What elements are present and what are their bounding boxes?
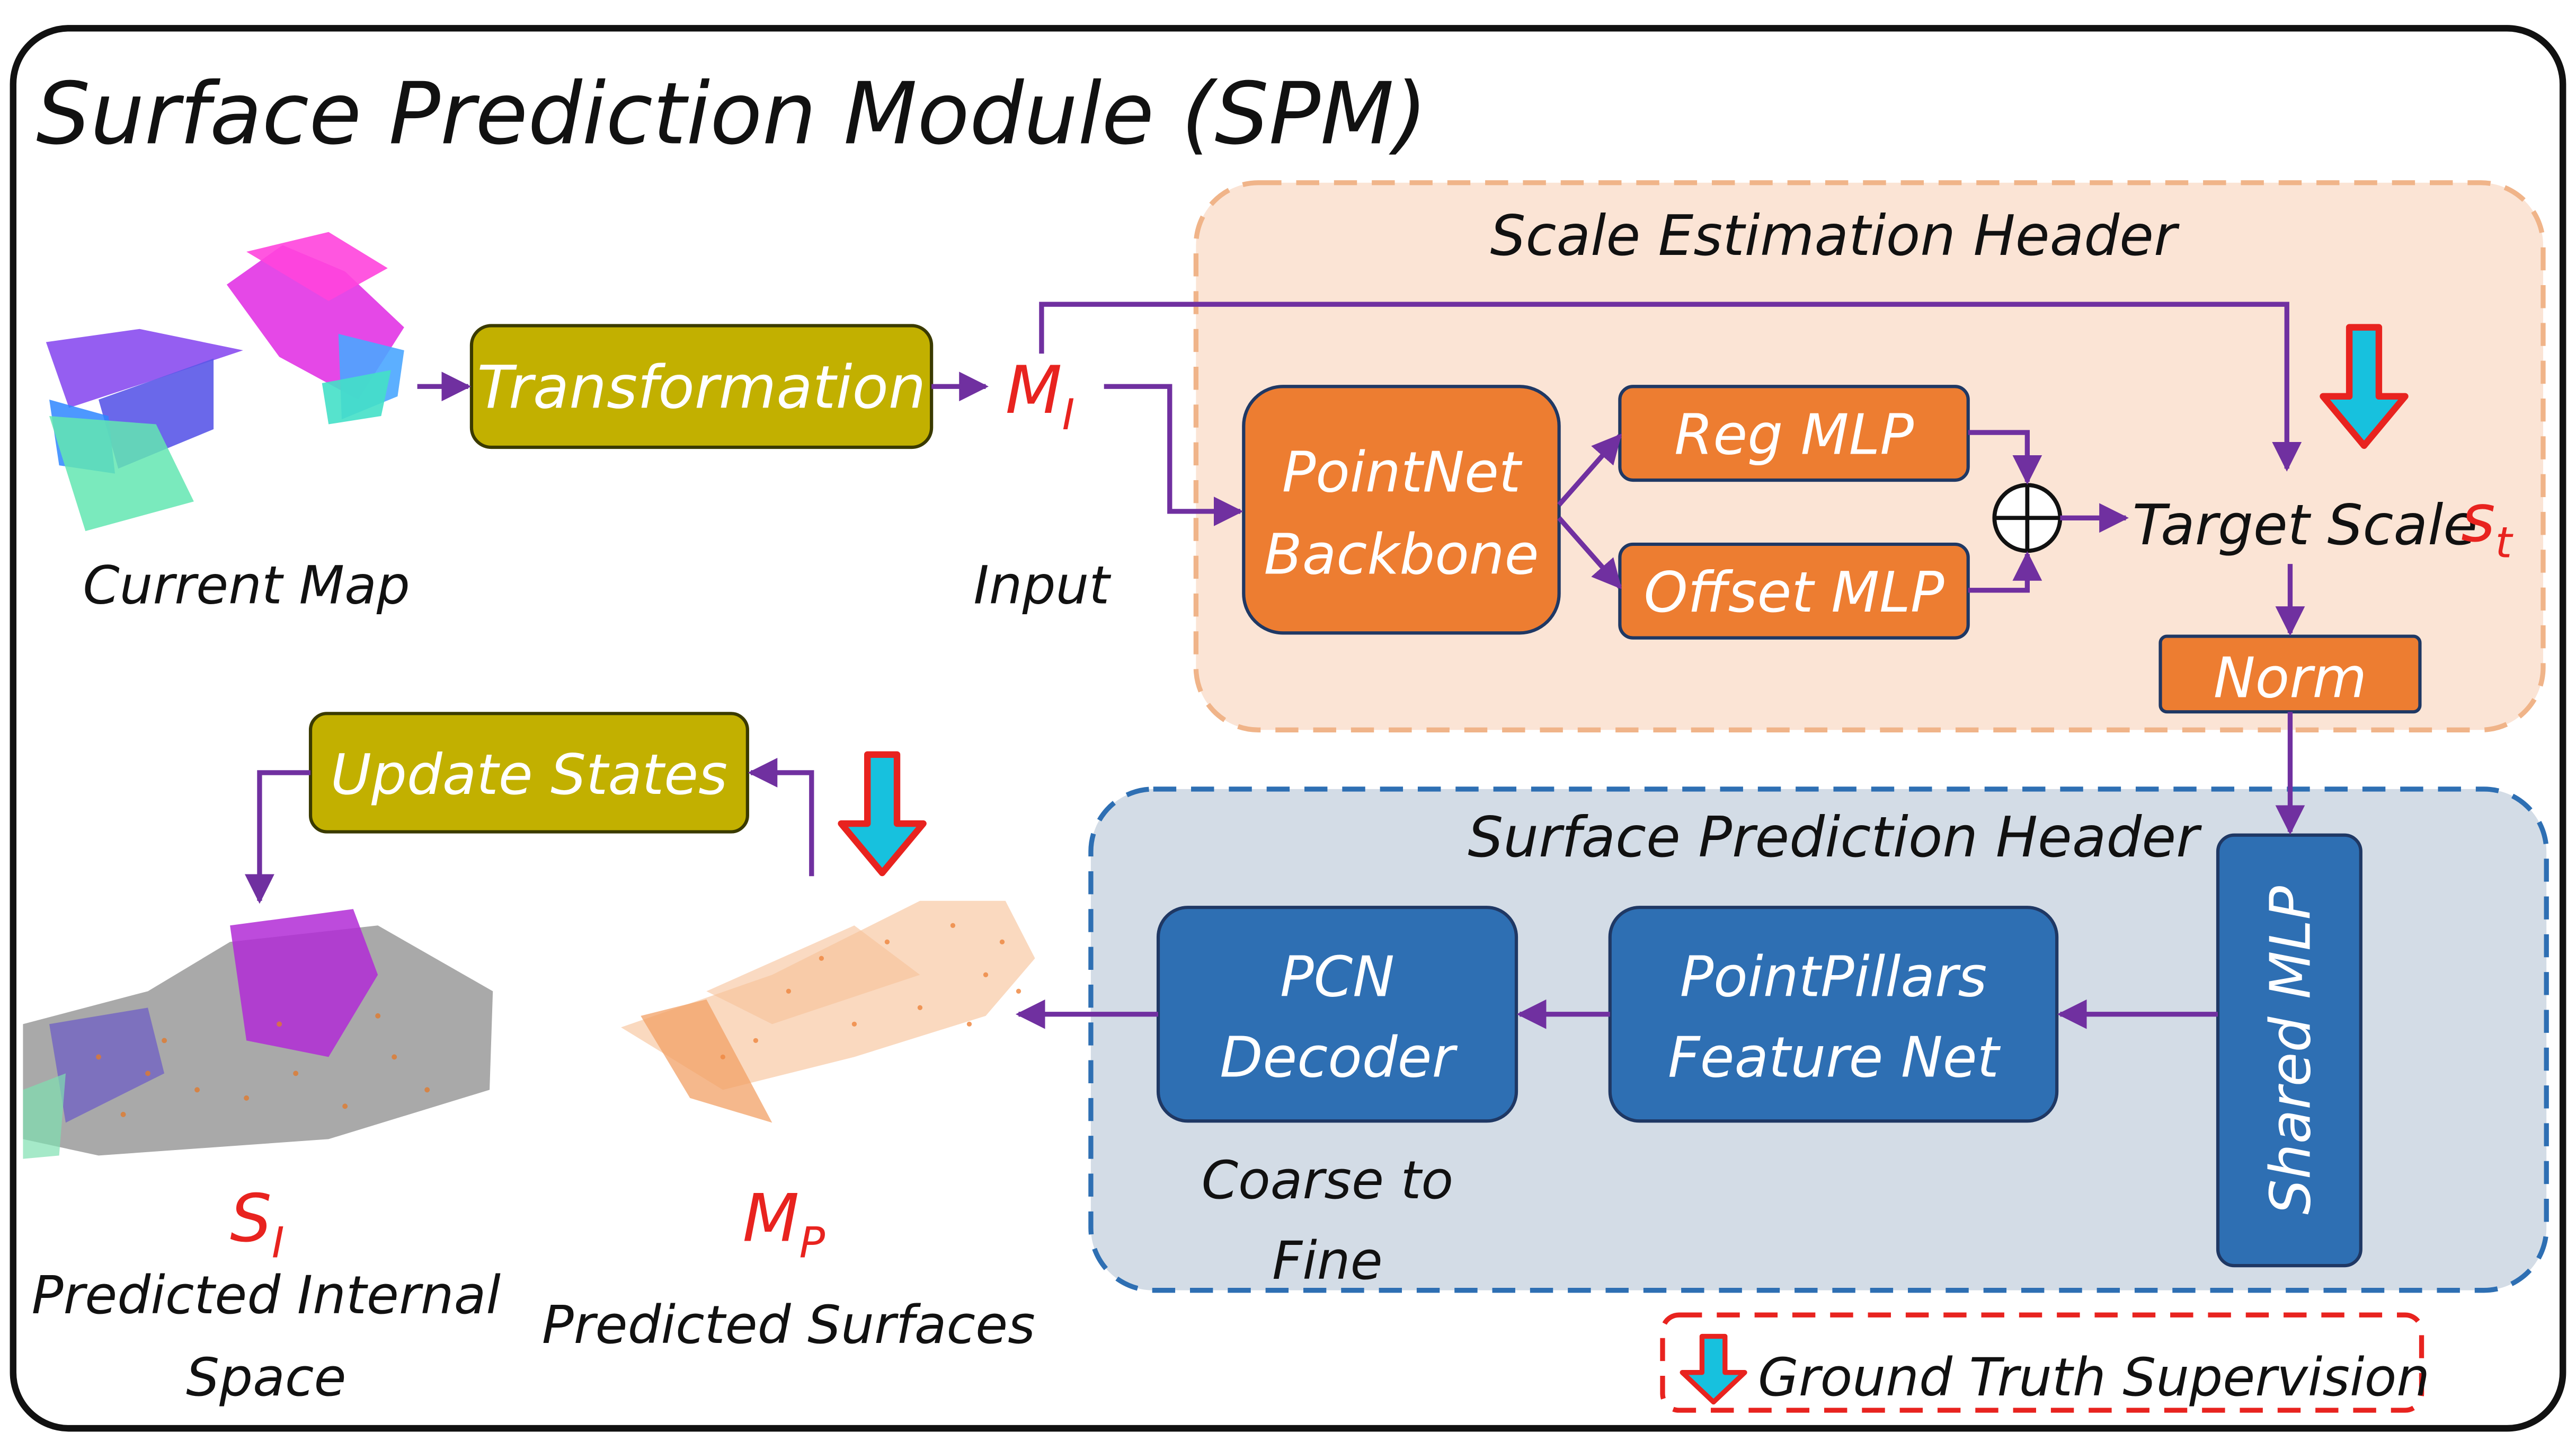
target-scale-symbol: st	[2461, 481, 2514, 568]
update-states-label: Update States	[331, 742, 727, 807]
mp-symbol: MP	[743, 1181, 825, 1268]
predicted-internal-space-pointcloud	[23, 909, 493, 1159]
legend-label: Ground Truth Supervision	[1758, 1347, 2430, 1408]
pcn-decoder-line2: Decoder	[1220, 1025, 1458, 1090]
input-symbol-main: M	[1006, 352, 1062, 429]
offset-mlp-label: Offset MLP	[1644, 560, 1944, 625]
si-label-line2: Space	[186, 1347, 346, 1408]
mp-label: Predicted Surfaces	[542, 1295, 1035, 1356]
current-map-label: Current Map	[83, 555, 410, 616]
pointpillars-line1: PointPillars	[1680, 944, 1987, 1010]
gt-supervision-arrow-icon	[2320, 324, 2409, 449]
pcn-decoder-line1: PCN	[1280, 944, 1394, 1010]
arrow-update-to-internal	[245, 770, 311, 904]
pointnet-backbone-line2: Backbone	[1264, 522, 1539, 587]
arrow-input-to-target-scale	[1039, 302, 2302, 472]
arrow-offset-to-sum	[1968, 551, 2042, 593]
pointnet-backbone-line1: PointNet	[1282, 440, 1523, 505]
scale-header-title: Scale Estimation Header	[1490, 203, 2180, 268]
figure-title: Surface Prediction Module (SPM)	[36, 64, 1427, 164]
input-symbol-sub: I	[1062, 390, 1075, 440]
legend-box	[1660, 1312, 2424, 1413]
sum-operator	[1992, 483, 2063, 553]
target-scale-label: Target Scale	[2133, 492, 2477, 558]
connectors	[245, 302, 2305, 1029]
si-label-line1: Predicted Internal	[32, 1265, 501, 1326]
legend-arrow-icon	[1680, 1333, 1747, 1405]
target-symbol-sub: t	[2495, 518, 2514, 568]
norm-label: Norm	[2214, 645, 2367, 710]
arrow-input-to-backbone	[1104, 384, 1243, 526]
pointpillars-line2: Feature Net	[1668, 1025, 2001, 1090]
shared-mlp-box	[2216, 833, 2362, 1268]
mp-symbol-sub: P	[800, 1218, 825, 1268]
arrow-backbone-to-reg	[1557, 434, 1622, 507]
input-symbol: MI	[1006, 352, 1075, 440]
mp-symbol-main: M	[743, 1181, 800, 1257]
si-symbol-sub: I	[272, 1218, 285, 1268]
arrow-backbone-to-offset	[1557, 516, 1622, 589]
coarse-to-fine-line1: Coarse to	[1202, 1150, 1453, 1211]
pointnet-backbone-box	[1242, 385, 1561, 635]
si-symbol-main: S	[230, 1181, 272, 1257]
shared-mlp-label: Shared MLP	[2258, 886, 2323, 1215]
gt-supervision-arrow-icon-2	[838, 751, 927, 877]
current-map-pointcloud	[46, 232, 404, 532]
reg-mlp-label: Reg MLP	[1674, 402, 1914, 467]
si-symbol: SI	[230, 1181, 285, 1268]
input-label: Input	[973, 555, 1111, 616]
arrow-surfaces-to-update	[748, 758, 814, 877]
predicted-surfaces-pointcloud	[621, 900, 1035, 1123]
arrow-reg-to-sum	[1968, 430, 2042, 485]
surface-header-title: Surface Prediction Header	[1468, 804, 2202, 870]
target-symbol-main: s	[2461, 481, 2495, 557]
transformation-label: Transformation	[477, 353, 926, 422]
coarse-to-fine-line2: Fine	[1272, 1231, 1383, 1292]
